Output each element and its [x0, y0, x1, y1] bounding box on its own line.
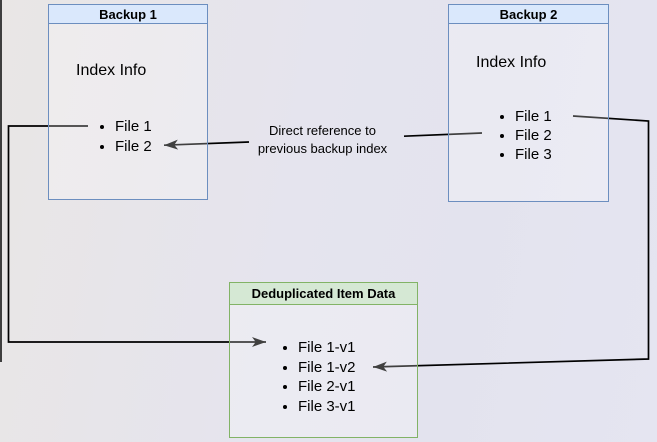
- arrow-backup2-file2-to-backup1-segment-left: [163, 139, 250, 150]
- backup1-index-info-label: Index Info: [76, 62, 147, 79]
- backup2-title: Backup 2: [499, 7, 558, 22]
- arrow-backup2-file2-to-backup1-segment-right: [403, 132, 483, 138]
- backup1-file-list: File 1File 2: [49, 117, 152, 157]
- backup2-box: Backup 2 Index Info File 1File 2File 3: [448, 4, 609, 202]
- dedup-store-title: Deduplicated Item Data: [251, 286, 396, 301]
- file-item: File 1-v1: [298, 338, 356, 358]
- file-item: File 1: [515, 107, 552, 126]
- screen-left-edge: [0, 0, 2, 362]
- file-item: File 3-v1: [298, 397, 356, 417]
- file-item: File 1: [115, 117, 152, 137]
- file-item: File 1-v2: [298, 358, 356, 378]
- dedup-store-header: Deduplicated Item Data: [230, 283, 417, 305]
- backup2-index-info-label: Index Info: [476, 54, 547, 71]
- dedup-store-box: Deduplicated Item Data File 1-v1File 1-v…: [229, 282, 418, 438]
- annotation-line1: Direct reference to: [269, 123, 376, 138]
- file-item: File 2-v1: [298, 377, 356, 397]
- file-item: File 2: [515, 126, 552, 145]
- direct-reference-annotation: Direct reference to previous backup inde…: [225, 122, 420, 158]
- file-item: File 2: [115, 137, 152, 157]
- backup1-title: Backup 1: [99, 7, 157, 22]
- backup1-header: Backup 1: [49, 5, 207, 24]
- backup2-header: Backup 2: [449, 5, 608, 24]
- dedup-file-list: File 1-v1File 1-v2File 2-v1File 3-v1: [230, 338, 356, 417]
- backup1-box: Backup 1 Index Info File 1File 2: [48, 4, 208, 200]
- file-item: File 3: [515, 145, 552, 164]
- annotation-line2: previous backup index: [257, 141, 388, 156]
- backup2-file-list: File 1File 2File 3: [449, 107, 552, 165]
- arrow-backup2-file1-to-dedup: [372, 115, 650, 372]
